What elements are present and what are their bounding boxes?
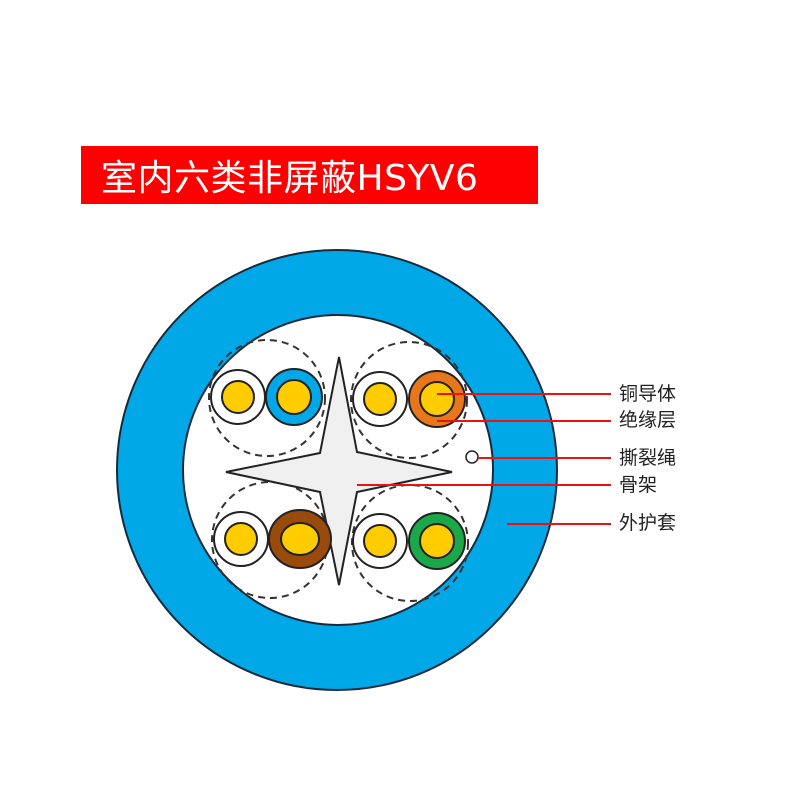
wire-conductor bbox=[221, 380, 255, 414]
wire-conductor bbox=[363, 524, 397, 558]
pair-bottom-right bbox=[352, 512, 466, 570]
label-outer-jacket: 外护套 bbox=[619, 512, 677, 534]
wire-conductor bbox=[224, 522, 258, 556]
cross-separator bbox=[225, 356, 453, 586]
label-separator: 骨架 bbox=[619, 474, 658, 496]
title-banner: 室内六类非屏蔽HSYV6 bbox=[81, 146, 538, 204]
label-insulation: 绝缘层 bbox=[619, 409, 677, 431]
pair-bottom-left bbox=[213, 509, 332, 569]
wire-conductor bbox=[419, 381, 455, 417]
pair-top-right bbox=[352, 370, 466, 428]
wire-conductor bbox=[419, 523, 455, 559]
wire-conductor bbox=[363, 382, 397, 416]
pair-boundary-top-left bbox=[208, 339, 326, 457]
label-copper-conductor: 铜导体 bbox=[619, 383, 677, 405]
pair-top-left bbox=[210, 368, 323, 426]
wire-conductor bbox=[276, 379, 312, 415]
rip-cord bbox=[465, 450, 479, 464]
label-rip-cord: 撕裂绳 bbox=[619, 447, 677, 469]
pair-boundary-bottom-right bbox=[351, 484, 469, 602]
title-text: 室内六类非屏蔽HSYV6 bbox=[101, 158, 479, 199]
wire-conductor bbox=[280, 522, 320, 556]
pair-boundary-top-right bbox=[350, 341, 468, 459]
